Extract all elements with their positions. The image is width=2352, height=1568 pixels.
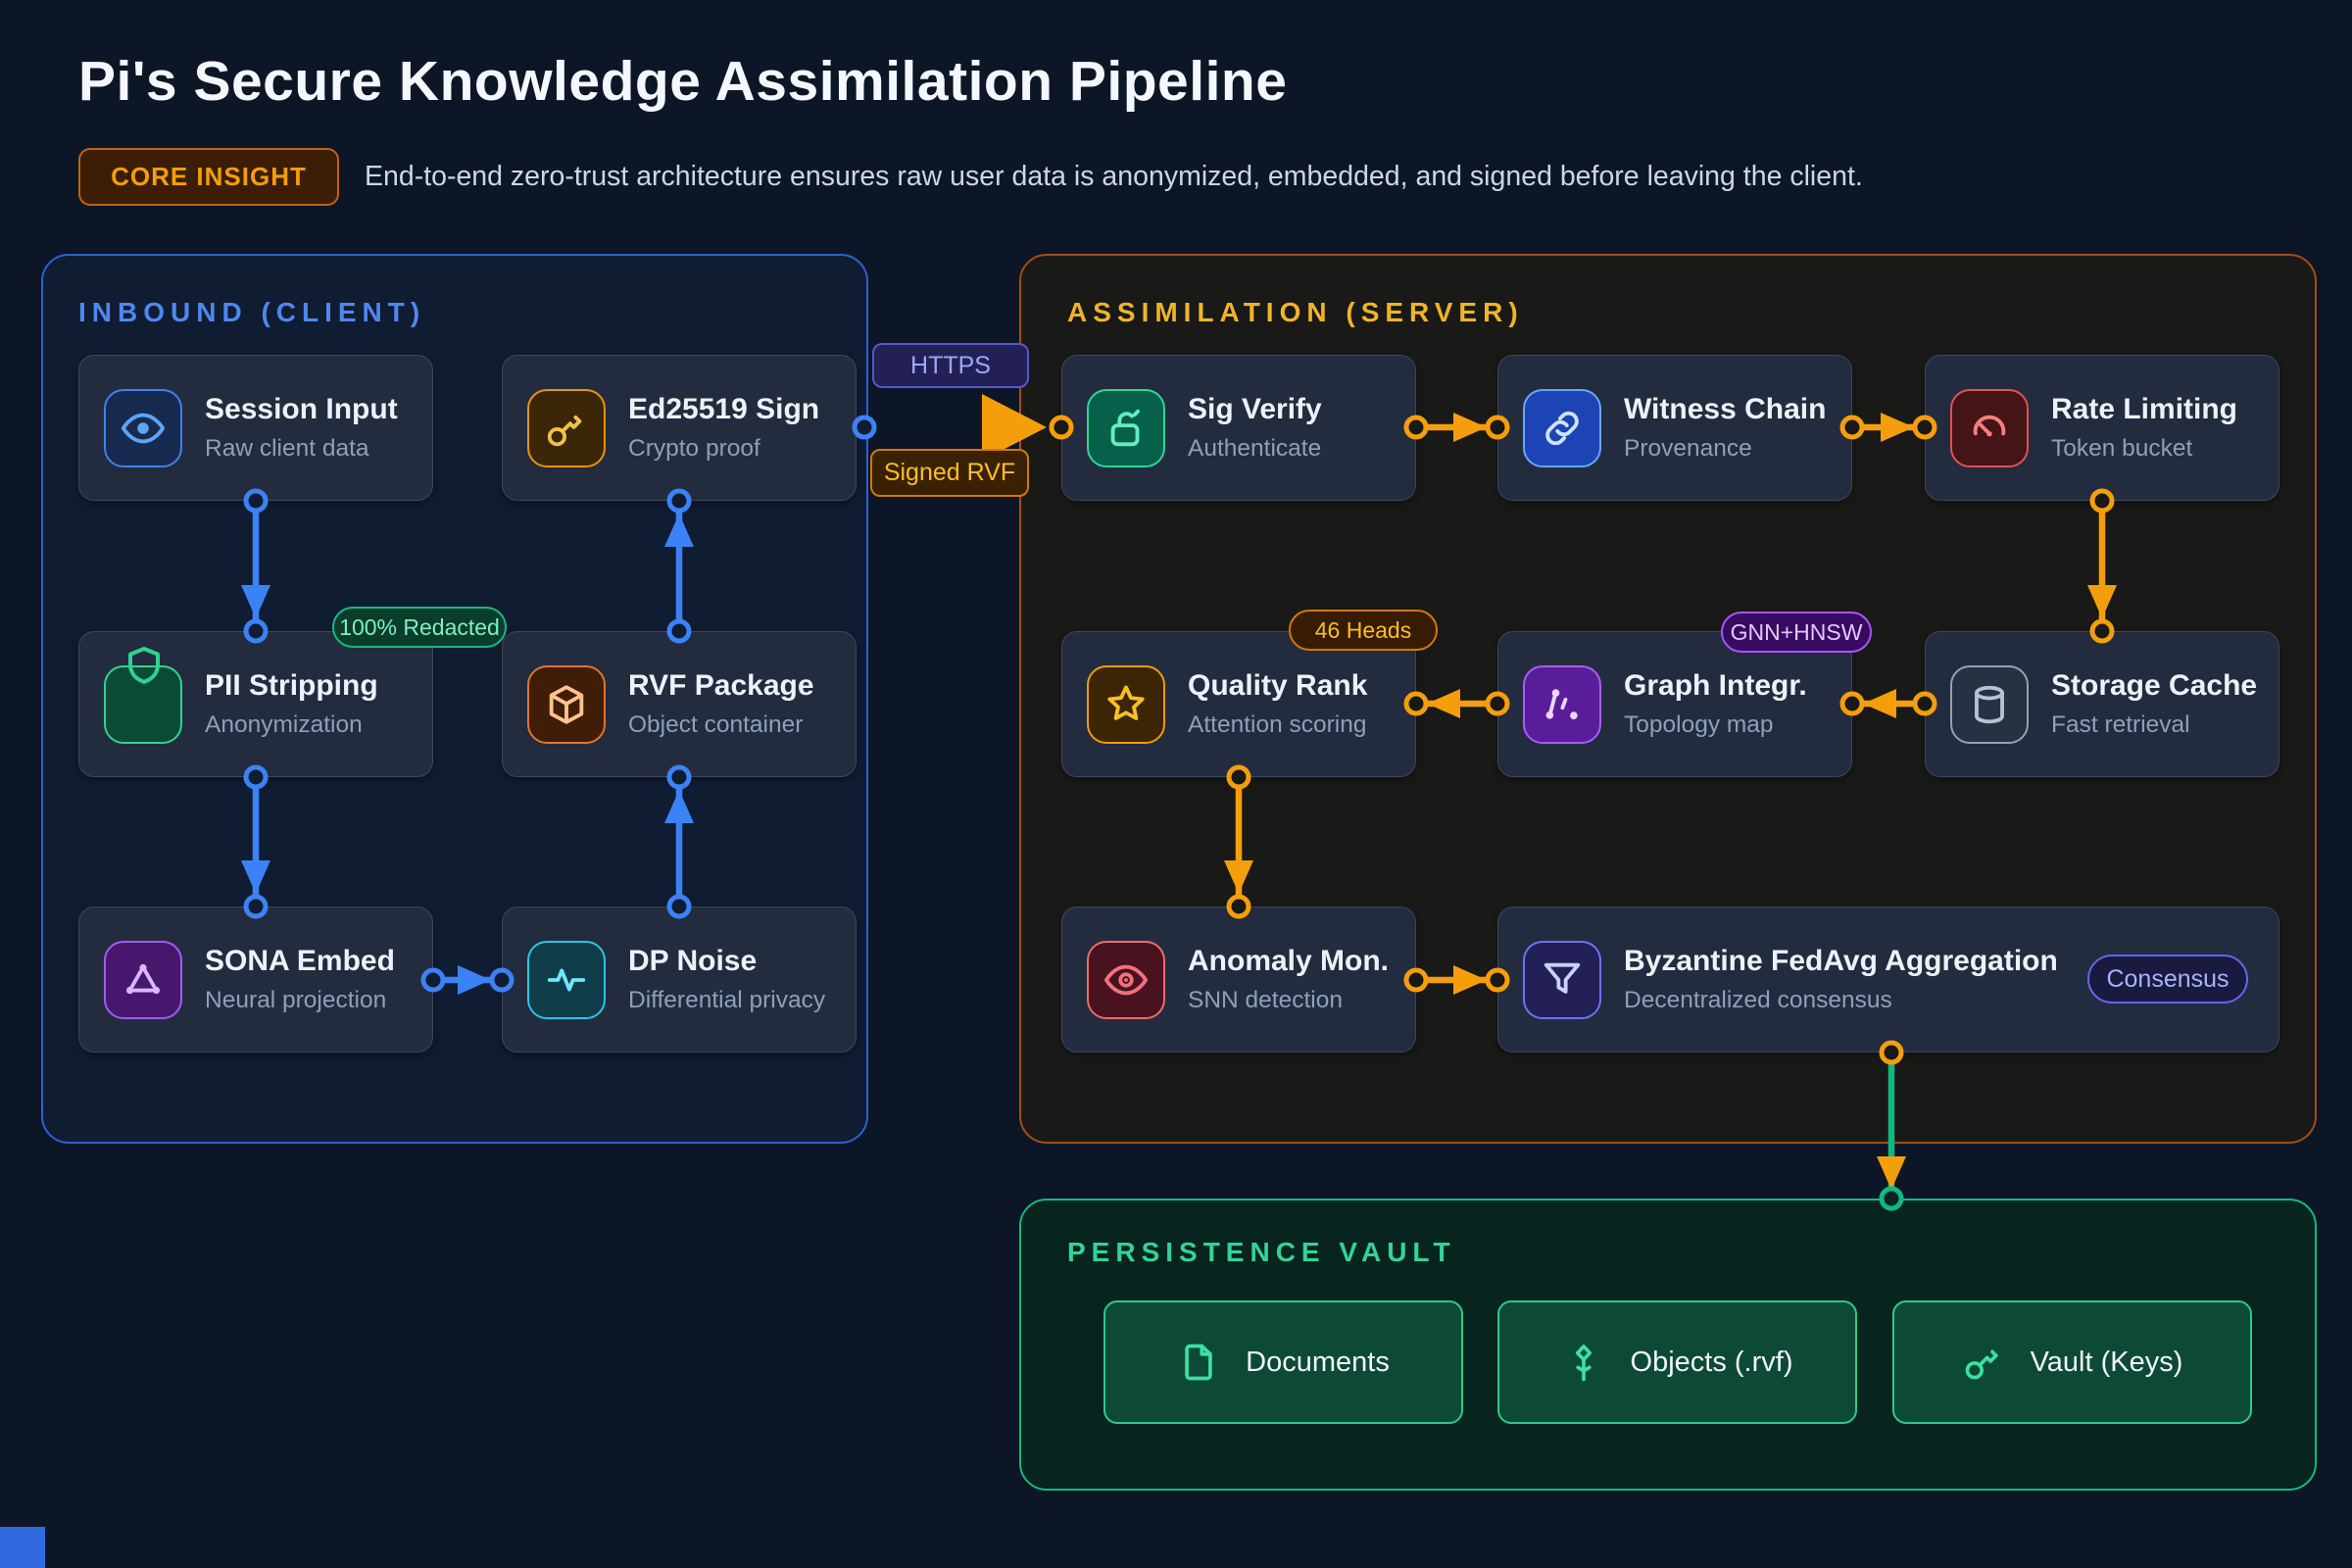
node-subtitle: Topology map [1624,711,1774,738]
page-title: Pi's Secure Knowledge Assimilation Pipel… [78,50,1288,113]
node-title: Sig Verify [1188,393,1322,425]
corner-decoration [0,1527,45,1568]
signed-rvf-badge: Signed RVF [870,449,1029,497]
vault-section-label: PERSISTENCE VAULT [1067,1237,1456,1267]
node-title: Byzantine FedAvg Aggregation [1624,945,2058,977]
node-sona-embed: SONA Embed Neural projection [78,906,433,1053]
triangle-network-icon [104,940,182,1019]
sprout-icon [1575,1345,1592,1382]
node-subtitle: Anonymization [205,711,363,738]
vault-item-label: Documents [1246,1346,1390,1378]
node-title: PII Stripping [205,669,378,702]
node-subtitle: Fast retrieval [2051,711,2190,738]
eye-icon [104,388,182,467]
page-subtitle: End-to-end zero-trust architecture ensur… [365,161,1863,192]
node-ed25519-sign: Ed25519 Sign Crypto proof [502,355,857,501]
node-subtitle: Provenance [1624,435,1752,462]
node-title: Ed25519 Sign [628,393,820,425]
node-subtitle: Crypto proof [628,435,760,462]
heads-badge: 46 Heads [1289,610,1438,651]
node-sig-verify: Sig Verify Authenticate [1061,355,1416,501]
eye-alert-icon [1087,940,1165,1019]
node-witness-chain: Witness Chain Provenance [1497,355,1852,501]
node-graph-integr: Graph Integr. Topology map [1497,631,1852,777]
node-dp-noise: DP Noise Differential privacy [502,906,857,1053]
node-rvf-package: RVF Package Object container [502,631,857,777]
node-subtitle: Authenticate [1188,435,1322,462]
vault-item-label: Objects (.rvf) [1630,1346,1793,1378]
node-title: Quality Rank [1188,669,1368,702]
node-title: Rate Limiting [2051,393,2238,425]
node-title: RVF Package [628,669,814,702]
key-icon [1965,1349,1998,1380]
node-subtitle: SNN detection [1188,987,1343,1013]
vault-item-objects: Objects (.rvf) [1497,1300,1857,1424]
shield-icon [128,647,160,684]
https-badge: HTTPS [872,343,1029,388]
node-storage-cache: Storage Cache Fast retrieval [1925,631,2279,777]
node-subtitle: Attention scoring [1188,711,1367,738]
node-title: DP Noise [628,945,758,977]
graph-nodes-icon [1523,664,1601,744]
node-title: Anomaly Mon. [1188,945,1390,977]
node-session-input: Session Input Raw client data [78,355,433,501]
consensus-badge: Consensus [2087,955,2248,1004]
gauge-icon [1950,388,2029,467]
key-icon [527,388,606,467]
server-section-label: ASSIMILATION (SERVER) [1067,297,1524,327]
vault-item-keys: Vault (Keys) [1892,1300,2252,1424]
user-body-icon [104,664,182,744]
node-title: Graph Integr. [1624,669,1807,702]
node-title: SONA Embed [205,945,395,977]
node-title: Storage Cache [2051,669,2258,702]
node-subtitle: Raw client data [205,435,369,462]
node-anomaly-mon: Anomaly Mon. SNN detection [1061,906,1416,1053]
node-title: Session Input [205,393,398,425]
database-icon [1950,664,2029,744]
node-subtitle: Decentralized consensus [1624,987,1892,1013]
unlock-icon [1087,388,1165,467]
node-subtitle: Differential privacy [628,987,826,1013]
chain-link-icon [1523,388,1601,467]
gnn-hnsw-badge: GNN+HNSW [1721,612,1872,653]
pulse-icon [527,940,606,1019]
node-subtitle: Neural projection [205,987,387,1013]
funnel-icon [1523,940,1601,1019]
document-icon [1185,1344,1212,1381]
star-icon [1087,664,1165,744]
package-icon [527,664,606,744]
client-section-label: INBOUND (CLIENT) [78,297,426,327]
node-subtitle: Token bucket [2051,435,2193,462]
redacted-badge: 100% Redacted [332,607,507,648]
node-title: Witness Chain [1624,393,1827,425]
core-insight-badge: CORE INSIGHT [78,148,339,206]
vault-item-label: Vault (Keys) [2030,1346,2183,1378]
node-subtitle: Object container [628,711,804,738]
vault-item-documents: Documents [1103,1300,1463,1424]
node-quality-rank: Quality Rank Attention scoring [1061,631,1416,777]
node-pii-stripping: PII Stripping Anonymization [78,631,433,777]
node-rate-limiting: Rate Limiting Token bucket [1925,355,2279,501]
